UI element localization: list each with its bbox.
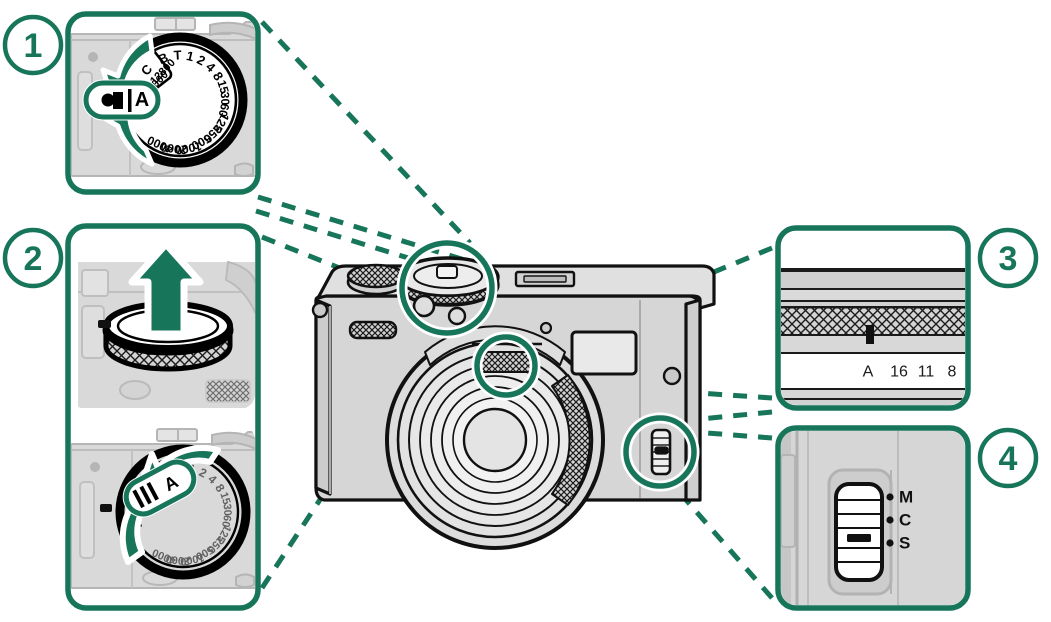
p2-rotate-scene: B T 1 2 4 8 15 30 60 125 250 500 1000 20… — [71, 425, 255, 605]
p3-aperture-stops: A 16 11 8 — [863, 364, 957, 381]
p4-scene: M C S — [781, 431, 965, 605]
highlight-focus-switch — [623, 415, 697, 489]
connector-4 — [693, 429, 773, 441]
badge-4-label: 4 — [999, 440, 1018, 478]
p3-scale-strip — [781, 354, 965, 388]
p1-index-A-badge: A — [82, 79, 162, 121]
badge-1-label: 1 — [24, 27, 43, 65]
p4-switch-position-indicator — [847, 534, 871, 542]
badge-3: 3 — [977, 227, 1039, 289]
badge-1: 1 — [2, 14, 64, 76]
badge-2: 2 — [2, 227, 64, 289]
p4-option-M: M — [899, 488, 913, 507]
p3-stop-8: 8 — [948, 364, 957, 381]
p3-band-top — [781, 268, 965, 272]
p1-mark-15: 15 — [214, 78, 231, 95]
p2-lift-scene — [71, 229, 255, 409]
p2-mark-15: 15 — [217, 491, 232, 506]
p3-index-mark — [866, 325, 874, 344]
connector-3c — [689, 409, 773, 423]
highlight-shutter-dial — [399, 240, 495, 336]
camera-viewfinder-window — [570, 330, 638, 376]
p3-stop-11: 11 — [918, 364, 935, 381]
camera-function-button — [447, 306, 467, 326]
p4-dot-M — [886, 493, 894, 501]
camera-hot-shoe — [514, 270, 576, 288]
p2-lift-arrow — [128, 240, 204, 338]
connector-1b — [257, 194, 479, 267]
badge-2-label: 2 — [24, 240, 43, 278]
camera-shutter-button — [412, 294, 436, 318]
p3-stop-16: 16 — [890, 364, 908, 381]
connector-1 — [260, 20, 472, 245]
p3-scene: A 16 11 8 — [781, 231, 965, 405]
p4-option-S: S — [899, 534, 910, 553]
camera-focus-mode-switch — [650, 428, 672, 476]
camera-highlight-circles — [396, 237, 700, 492]
camera-lens — [385, 325, 605, 550]
p2-mark-30: 30 — [221, 503, 234, 516]
highlight-aperture-ring — [474, 334, 538, 398]
p4-dot-C — [886, 516, 894, 524]
p4-option-C: C — [899, 511, 911, 530]
p1-mark-30: 30 — [218, 92, 232, 106]
p1-index-label: A — [135, 89, 149, 111]
connector-4b — [670, 482, 774, 600]
p4-dot-S — [886, 539, 894, 547]
p4-focus-switch-lever — [834, 482, 884, 582]
camera-exposure-comp-dial — [346, 263, 406, 296]
p2-index-A-badge: A — [122, 458, 198, 518]
p3-stop-A: A — [863, 364, 874, 381]
p1-mark-1000: 1000 — [174, 139, 203, 157]
p4-option-list: M C S — [886, 488, 913, 553]
camera-strap-lug-left — [311, 301, 329, 319]
p1-mark-1: 1 — [185, 48, 195, 64]
camera-strap-lug-right — [662, 366, 682, 386]
badge-3-label: 3 — [999, 240, 1018, 278]
p2-mark-1000: 1000 — [179, 551, 205, 567]
p2-mark-2000: 2000 — [165, 552, 191, 566]
p2-mark-60: 60 — [219, 514, 233, 528]
p1-mark-2000: 2000 — [160, 140, 189, 157]
p1-mark-60: 60 — [215, 102, 232, 118]
badge-4: 4 — [977, 427, 1039, 489]
camera-af-assist-lamp — [539, 321, 553, 335]
camera-front-command-dial — [348, 320, 398, 340]
p1-mark-T: T — [173, 47, 182, 62]
